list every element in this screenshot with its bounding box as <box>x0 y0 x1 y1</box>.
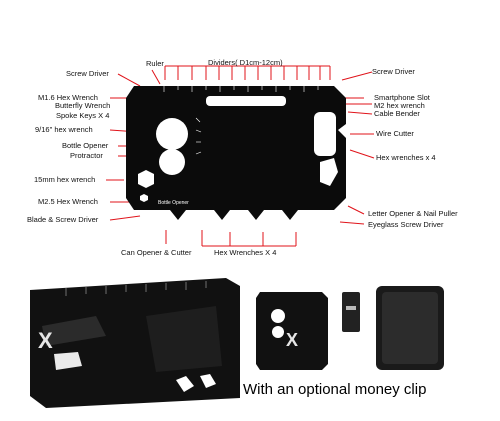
label-letter-opener: Letter Opener & Nail Puller <box>368 209 458 218</box>
label-cable-bender: Cable Bender <box>374 109 420 118</box>
money-clip-photo: X <box>256 282 456 378</box>
label-spoke-keys: Spoke Keys X 4 <box>56 111 110 120</box>
label-protractor: Protractor <box>70 151 103 160</box>
label-eyeglass-screw-driver: Eyeglass Screw Driver <box>368 220 444 229</box>
card-body <box>126 86 346 220</box>
hex-hole-15mm <box>138 170 154 188</box>
label-m25-hex-wrench: M2.5 Hex Wrench <box>38 197 98 206</box>
label-916-hex-wrench: 9/16" hex wrench <box>35 125 93 134</box>
label-m2-hex-wrench: M2 hex wrench <box>374 101 425 110</box>
label-hex-wrenches-x4-bottom: Hex Wrenches X 4 <box>214 248 277 257</box>
label-ruler: Ruler <box>146 59 164 68</box>
label-hex-wrenches-x4-right: Hex wrenches x 4 <box>376 153 436 162</box>
label-dividers: Dividers( D1cm-12cm) <box>208 58 283 67</box>
wire-cutter-slot <box>314 112 336 156</box>
label-blade-screw-driver: Blade & Screw Driver <box>27 215 99 224</box>
label-screw-driver-right: Screw Driver <box>372 67 415 76</box>
label-wire-cutter: Wire Cutter <box>376 129 414 138</box>
gear-cutout-bottom <box>159 149 185 175</box>
label-smartphone-slot: Smartphone Slot <box>374 93 430 102</box>
label-butterfly-wrench: Butterfly Wrench <box>55 101 111 110</box>
gear-cutout-top <box>156 118 188 150</box>
bottle-opener-engraving: Bottle Opener <box>158 200 189 206</box>
label-bottle-opener: Bottle Opener <box>62 141 109 150</box>
label-m16-hex-wrench: M1.6 Hex Wrench <box>38 93 98 102</box>
right-hex-wrenches <box>320 158 338 186</box>
label-15mm-hex-wrench: 15mm hex wrench <box>34 175 96 184</box>
closeup-x-logo: X <box>38 328 53 353</box>
money-clip-caption: With an optional money clip <box>243 381 427 398</box>
wallet-tool-card-diagram: Bottle Opener Cutter Eyeglass <box>126 86 346 228</box>
hex-hole-m25 <box>140 194 148 202</box>
card-closeup-photo: X <box>26 276 240 408</box>
smartphone-slot <box>206 96 286 106</box>
label-screw-driver-left: Screw Driver <box>66 69 109 78</box>
label-can-opener: Can Opener & Cutter <box>121 248 192 257</box>
eyeglass-engraving: Eyeglass <box>320 220 341 226</box>
small-card-x-logo: X <box>286 330 298 350</box>
cutter-engraving: Cutter <box>178 222 192 228</box>
